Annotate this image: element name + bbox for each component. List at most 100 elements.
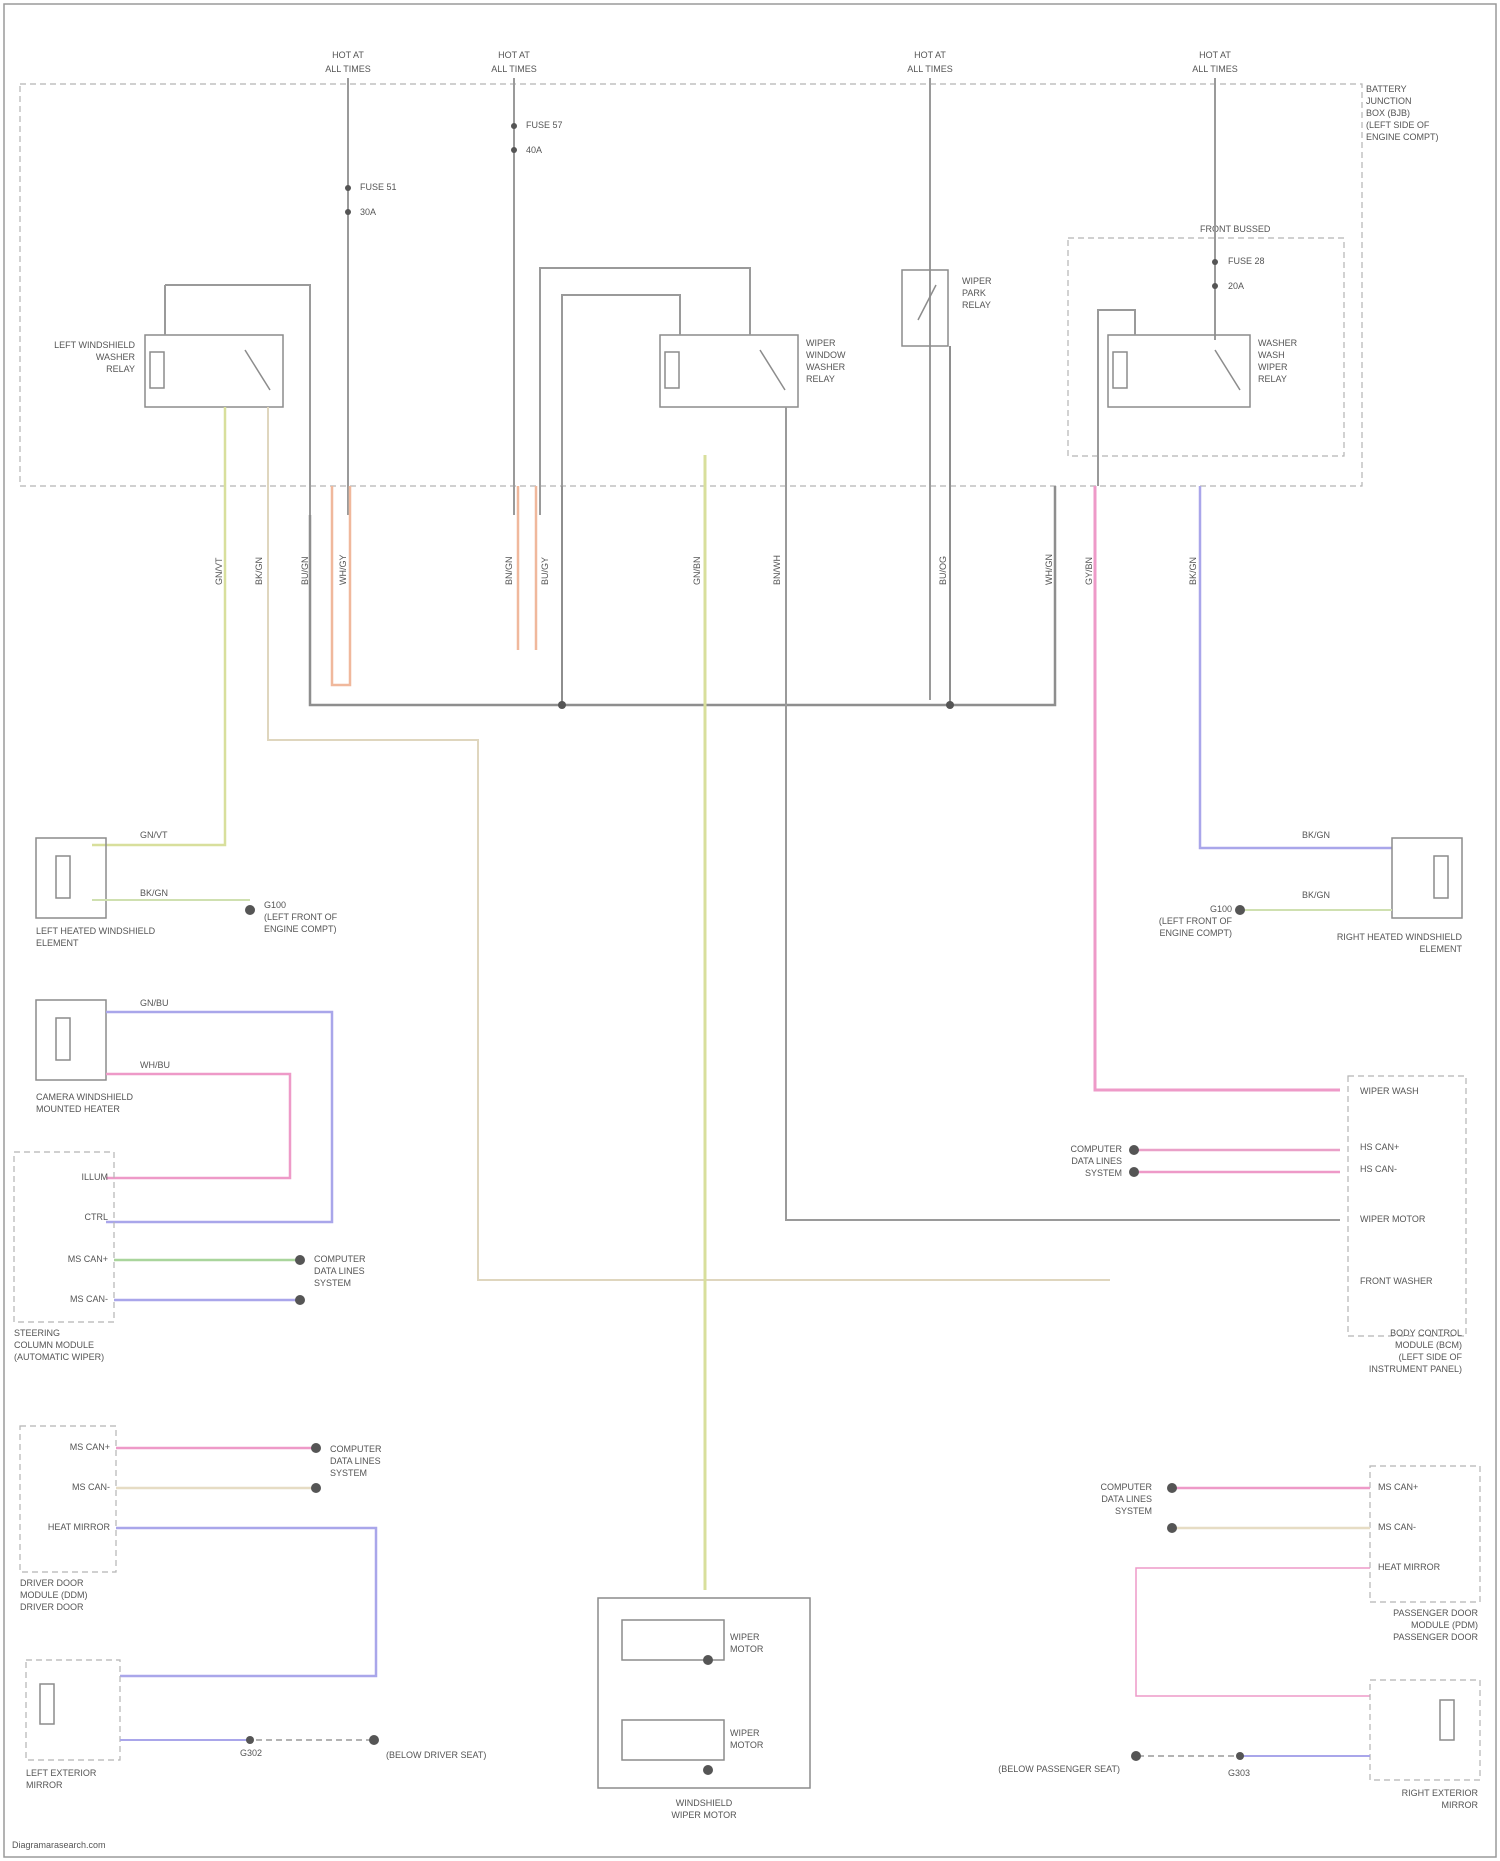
- svg-text:DRIVER DOOR: DRIVER DOOR: [20, 1578, 84, 1588]
- svg-text:G303: G303: [1228, 1768, 1250, 1778]
- svg-text:WH/BU: WH/BU: [140, 1060, 170, 1070]
- wire-pink-right: [1095, 486, 1340, 1090]
- svg-text:SYSTEM: SYSTEM: [1085, 1168, 1122, 1178]
- wire-yellow-left: [92, 407, 225, 845]
- svg-text:GN/VT: GN/VT: [214, 557, 224, 585]
- svg-text:DATA LINES: DATA LINES: [314, 1266, 365, 1276]
- svg-text:DATA LINES: DATA LINES: [330, 1456, 381, 1466]
- fuse-a: FUSE 51 30A: [345, 182, 397, 217]
- left-heated-element: GN/VT BK/GN LEFT HEATED WINDSHIELD ELEME…: [36, 830, 338, 948]
- svg-text:MS CAN+: MS CAN+: [68, 1254, 108, 1264]
- svg-text:WASHER: WASHER: [1258, 338, 1298, 348]
- svg-text:ILLUM: ILLUM: [81, 1172, 108, 1182]
- svg-text:(LEFT FRONT OF: (LEFT FRONT OF: [264, 912, 338, 922]
- relay-wiper-wash: WIPER WINDOW WASHER RELAY: [540, 268, 846, 515]
- svg-text:BK/GN: BK/GN: [1302, 890, 1330, 900]
- fuse-b: FUSE 57 40A: [511, 120, 563, 155]
- body-control-module: WIPER WASH HS CAN+ HS CAN- WIPER MOTOR F…: [1071, 1076, 1467, 1374]
- svg-text:BU/OG: BU/OG: [938, 556, 948, 585]
- svg-text:GN/VT: GN/VT: [140, 830, 168, 840]
- svg-text:ALL TIMES: ALL TIMES: [1192, 64, 1238, 74]
- svg-text:WINDSHIELD: WINDSHIELD: [676, 1798, 733, 1808]
- svg-text:WINDOW: WINDOW: [806, 350, 846, 360]
- svg-text:BU/GN: BU/GN: [300, 556, 310, 585]
- junction-box-label: BATTERY JUNCTION BOX (BJB) (LEFT SIDE OF…: [1366, 84, 1439, 142]
- wire-blue-right: [1200, 486, 1392, 848]
- svg-text:ENGINE COMPT): ENGINE COMPT): [1366, 132, 1439, 142]
- svg-text:RELAY: RELAY: [806, 374, 835, 384]
- svg-text:MIRROR: MIRROR: [26, 1780, 63, 1790]
- svg-text:PASSENGER DOOR: PASSENGER DOOR: [1393, 1632, 1478, 1642]
- svg-text:DATA LINES: DATA LINES: [1101, 1494, 1152, 1504]
- svg-text:FUSE 28: FUSE 28: [1228, 256, 1265, 266]
- relay-left-washer: LEFT WINDSHIELD WASHER RELAY: [54, 285, 310, 515]
- power-feed-3: HOT AT ALL TIMES: [907, 50, 953, 74]
- svg-text:HS CAN+: HS CAN+: [1360, 1142, 1399, 1152]
- svg-text:LEFT WINDSHIELD: LEFT WINDSHIELD: [54, 340, 135, 350]
- svg-text:WH/GN: WH/GN: [1044, 554, 1054, 585]
- svg-text:G100: G100: [1210, 904, 1232, 914]
- svg-text:FUSE 57: FUSE 57: [526, 120, 563, 130]
- svg-text:WH/GY: WH/GY: [338, 555, 348, 586]
- svg-text:RELAY: RELAY: [106, 364, 135, 374]
- svg-text:WIPER: WIPER: [730, 1728, 760, 1738]
- splice-2: [946, 701, 954, 709]
- svg-text:WIPER MOTOR: WIPER MOTOR: [671, 1810, 737, 1820]
- svg-text:G302: G302: [240, 1748, 262, 1758]
- feed-wires: [348, 78, 1215, 700]
- svg-text:MOTOR: MOTOR: [730, 1740, 764, 1750]
- svg-text:MODULE (PDM): MODULE (PDM): [1411, 1620, 1478, 1630]
- svg-text:RIGHT HEATED WINDSHIELD: RIGHT HEATED WINDSHIELD: [1337, 932, 1463, 942]
- wire-orange-b: [518, 486, 536, 650]
- power-feed-4: HOT AT ALL TIMES: [1192, 50, 1238, 74]
- svg-text:HOT AT: HOT AT: [1199, 50, 1231, 60]
- svg-text:(AUTOMATIC WIPER): (AUTOMATIC WIPER): [14, 1352, 104, 1362]
- steering-column-module: ILLUM CTRL MS CAN+ MS CAN- COMPUTER DATA…: [14, 1152, 366, 1362]
- svg-text:(LEFT FRONT OF: (LEFT FRONT OF: [1159, 916, 1233, 926]
- svg-text:FRONT WASHER: FRONT WASHER: [1360, 1276, 1433, 1286]
- svg-text:BOX (BJB): BOX (BJB): [1366, 108, 1410, 118]
- svg-text:BATTERY: BATTERY: [1366, 84, 1407, 94]
- camera-heater: GN/BU WH/BU CAMERA WINDSHIELD MOUNTED HE…: [36, 998, 332, 1222]
- svg-text:HEAT MIRROR: HEAT MIRROR: [1378, 1562, 1441, 1572]
- svg-text:PARK: PARK: [962, 288, 986, 298]
- svg-text:ALL TIMES: ALL TIMES: [491, 64, 537, 74]
- svg-text:WIPER: WIPER: [806, 338, 836, 348]
- power-feed-2: HOT AT ALL TIMES: [491, 50, 537, 74]
- relay-right-washer: WASHER WASH WIPER RELAY: [1098, 310, 1298, 486]
- fuse-box-label: FRONT BUSSED: [1200, 224, 1271, 234]
- svg-text:HS CAN-: HS CAN-: [1360, 1164, 1397, 1174]
- relay-wiper-park: WIPER PARK RELAY: [902, 270, 992, 346]
- svg-text:WASH: WASH: [1258, 350, 1285, 360]
- svg-text:CAMERA WINDSHIELD: CAMERA WINDSHIELD: [36, 1092, 134, 1102]
- svg-text:RELAY: RELAY: [962, 300, 991, 310]
- right-exterior-mirror: G303 (BELOW PASSENGER SEAT) RIGHT EXTERI…: [998, 1680, 1480, 1810]
- svg-text:BK/GN: BK/GN: [254, 557, 264, 585]
- svg-text:LEFT EXTERIOR: LEFT EXTERIOR: [26, 1768, 97, 1778]
- svg-text:MS CAN-: MS CAN-: [70, 1294, 108, 1304]
- svg-text:MS CAN+: MS CAN+: [1378, 1482, 1418, 1492]
- svg-text:INSTRUMENT PANEL): INSTRUMENT PANEL): [1369, 1364, 1462, 1374]
- svg-text:BN/WH: BN/WH: [772, 555, 782, 585]
- svg-text:BODY CONTROL: BODY CONTROL: [1390, 1328, 1462, 1338]
- svg-text:COMPUTER: COMPUTER: [1071, 1144, 1123, 1154]
- svg-text:WIPER MOTOR: WIPER MOTOR: [1360, 1214, 1426, 1224]
- svg-text:(LEFT SIDE OF: (LEFT SIDE OF: [1399, 1352, 1463, 1362]
- svg-text:(BELOW PASSENGER SEAT): (BELOW PASSENGER SEAT): [998, 1764, 1120, 1774]
- svg-text:PASSENGER DOOR: PASSENGER DOOR: [1393, 1608, 1478, 1618]
- svg-text:(BELOW DRIVER SEAT): (BELOW DRIVER SEAT): [386, 1750, 486, 1760]
- wire-gray-bcm: [786, 407, 1340, 1220]
- svg-text:STEERING: STEERING: [14, 1328, 60, 1338]
- svg-text:SYSTEM: SYSTEM: [314, 1278, 351, 1288]
- svg-text:HOT AT: HOT AT: [914, 50, 946, 60]
- svg-text:ALL TIMES: ALL TIMES: [907, 64, 953, 74]
- wire-ground-bus: [310, 486, 1055, 705]
- svg-text:MODULE (BCM): MODULE (BCM): [1395, 1340, 1462, 1350]
- svg-text:COMPUTER: COMPUTER: [330, 1444, 382, 1454]
- svg-text:HOT AT: HOT AT: [332, 50, 364, 60]
- svg-text:G100: G100: [264, 900, 286, 910]
- driver-door-module: MS CAN+ MS CAN- HEAT MIRROR COMPUTER DAT…: [20, 1426, 382, 1676]
- svg-text:SYSTEM: SYSTEM: [1115, 1506, 1152, 1516]
- svg-text:LEFT HEATED WINDSHIELD: LEFT HEATED WINDSHIELD: [36, 926, 156, 936]
- svg-text:GN/BU: GN/BU: [140, 998, 169, 1008]
